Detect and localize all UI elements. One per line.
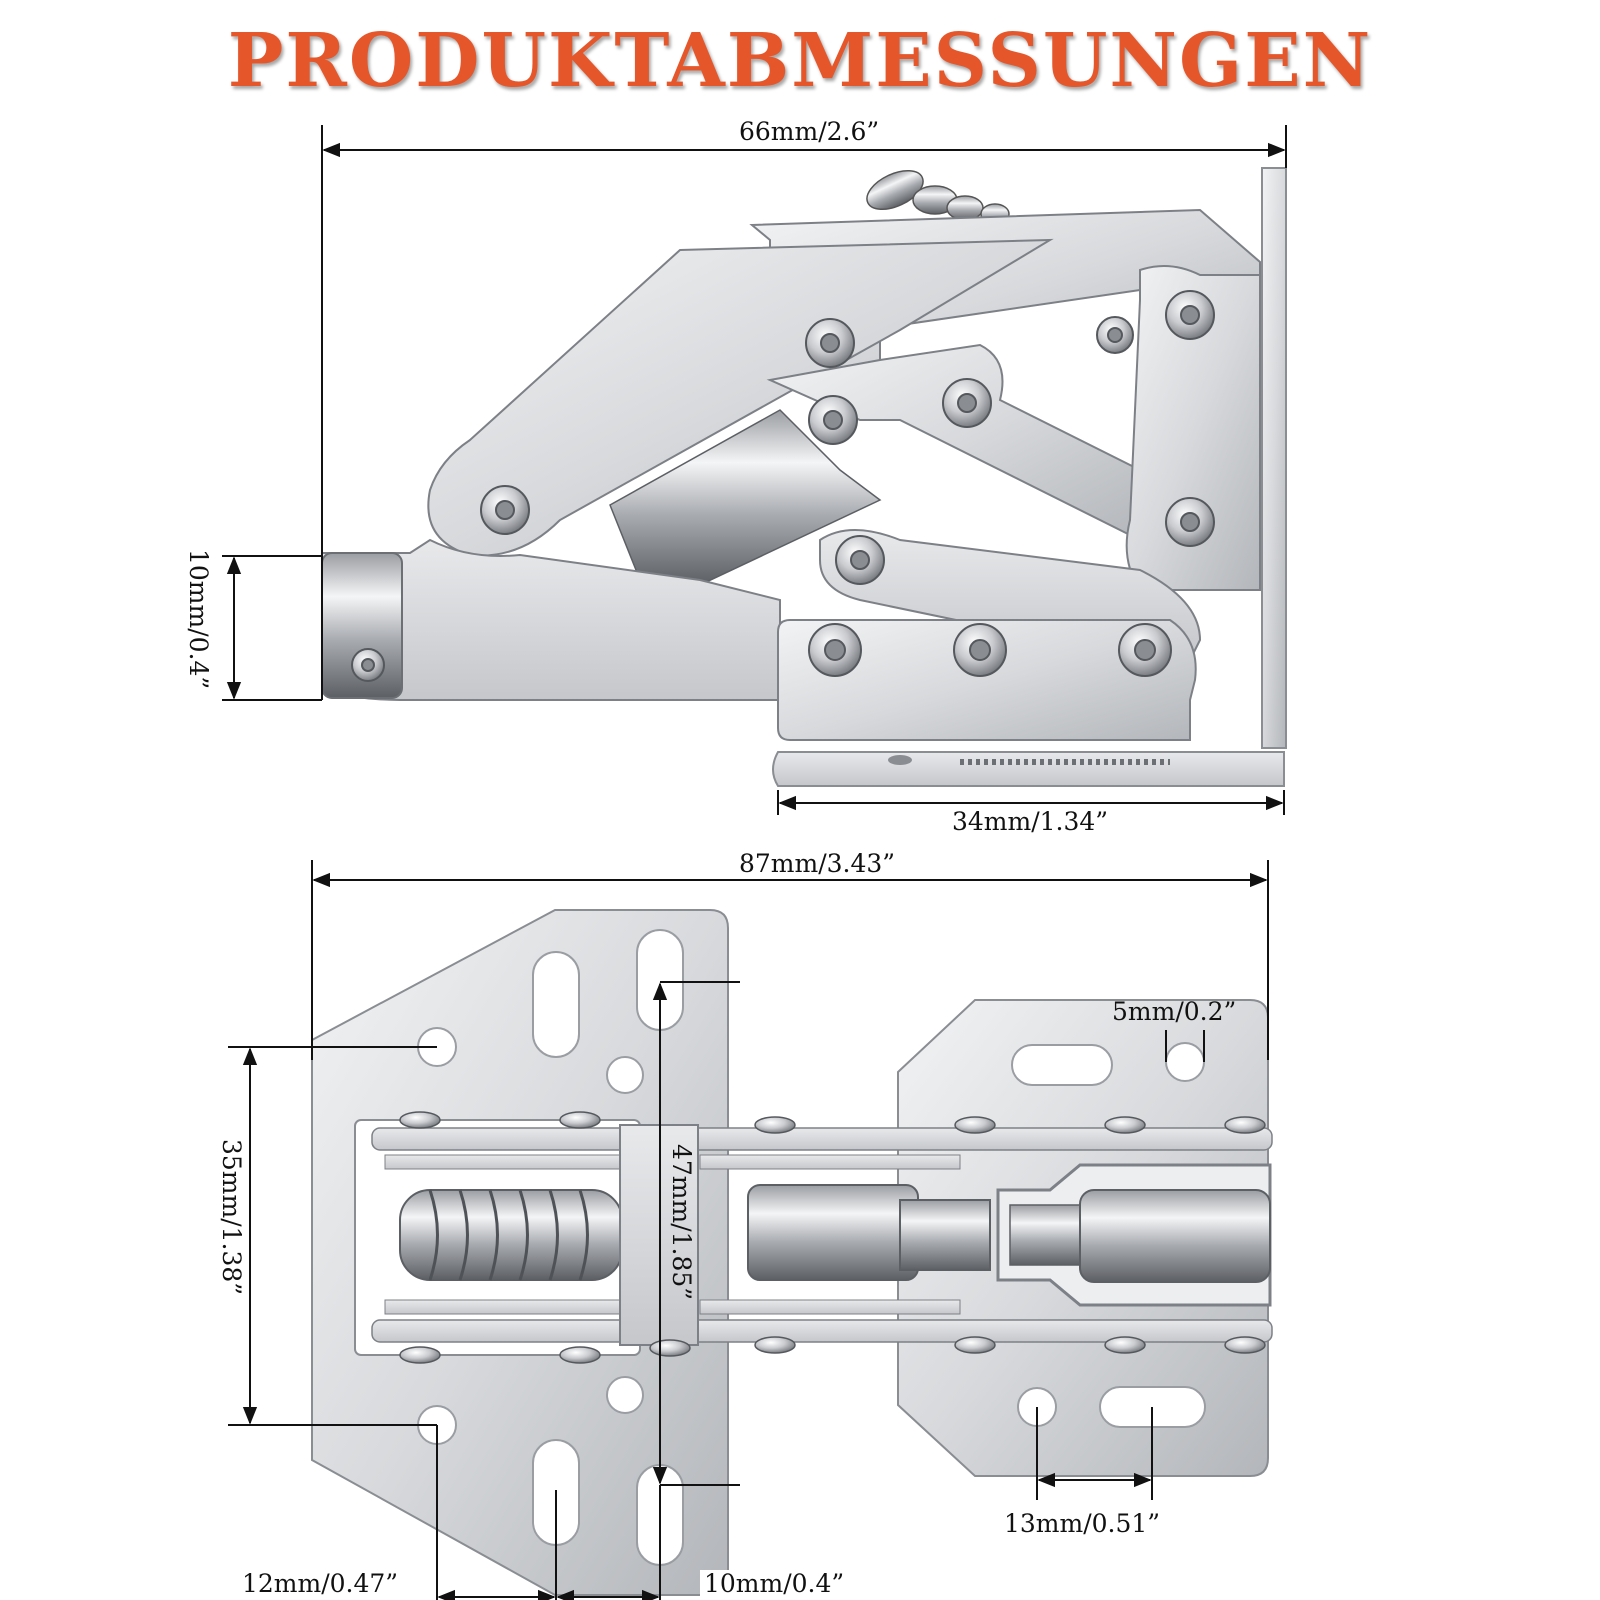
left-offset-label: 12mm/0.47” bbox=[238, 1570, 403, 1598]
side-dimension-lines bbox=[222, 125, 1287, 815]
side-height-label: 10mm/0.4” bbox=[184, 545, 213, 694]
side-view-hinge bbox=[321, 167, 1287, 787]
top-spring bbox=[399, 1189, 623, 1281]
side-rivets bbox=[351, 290, 1215, 682]
side-width-label: 66mm/2.6” bbox=[735, 118, 884, 146]
top-dimension-lines bbox=[228, 860, 1269, 1600]
page-title: PRODUKTABMESSUNGEN bbox=[227, 18, 1373, 104]
side-base-label: 34mm/1.34” bbox=[948, 808, 1113, 836]
top-width-label: 87mm/3.43” bbox=[735, 850, 900, 878]
top-inner-height-label: 47mm/1.85” bbox=[667, 1144, 696, 1301]
slot-spacing-label: 13mm/0.51” bbox=[1000, 1510, 1165, 1538]
mid-offset-label: 10mm/0.4” bbox=[700, 1570, 849, 1598]
hole-diameter-label: 5mm/0.2” bbox=[1112, 997, 1237, 1026]
top-height-label: 35mm/1.38” bbox=[217, 1135, 246, 1300]
side-spring bbox=[866, 169, 1010, 225]
